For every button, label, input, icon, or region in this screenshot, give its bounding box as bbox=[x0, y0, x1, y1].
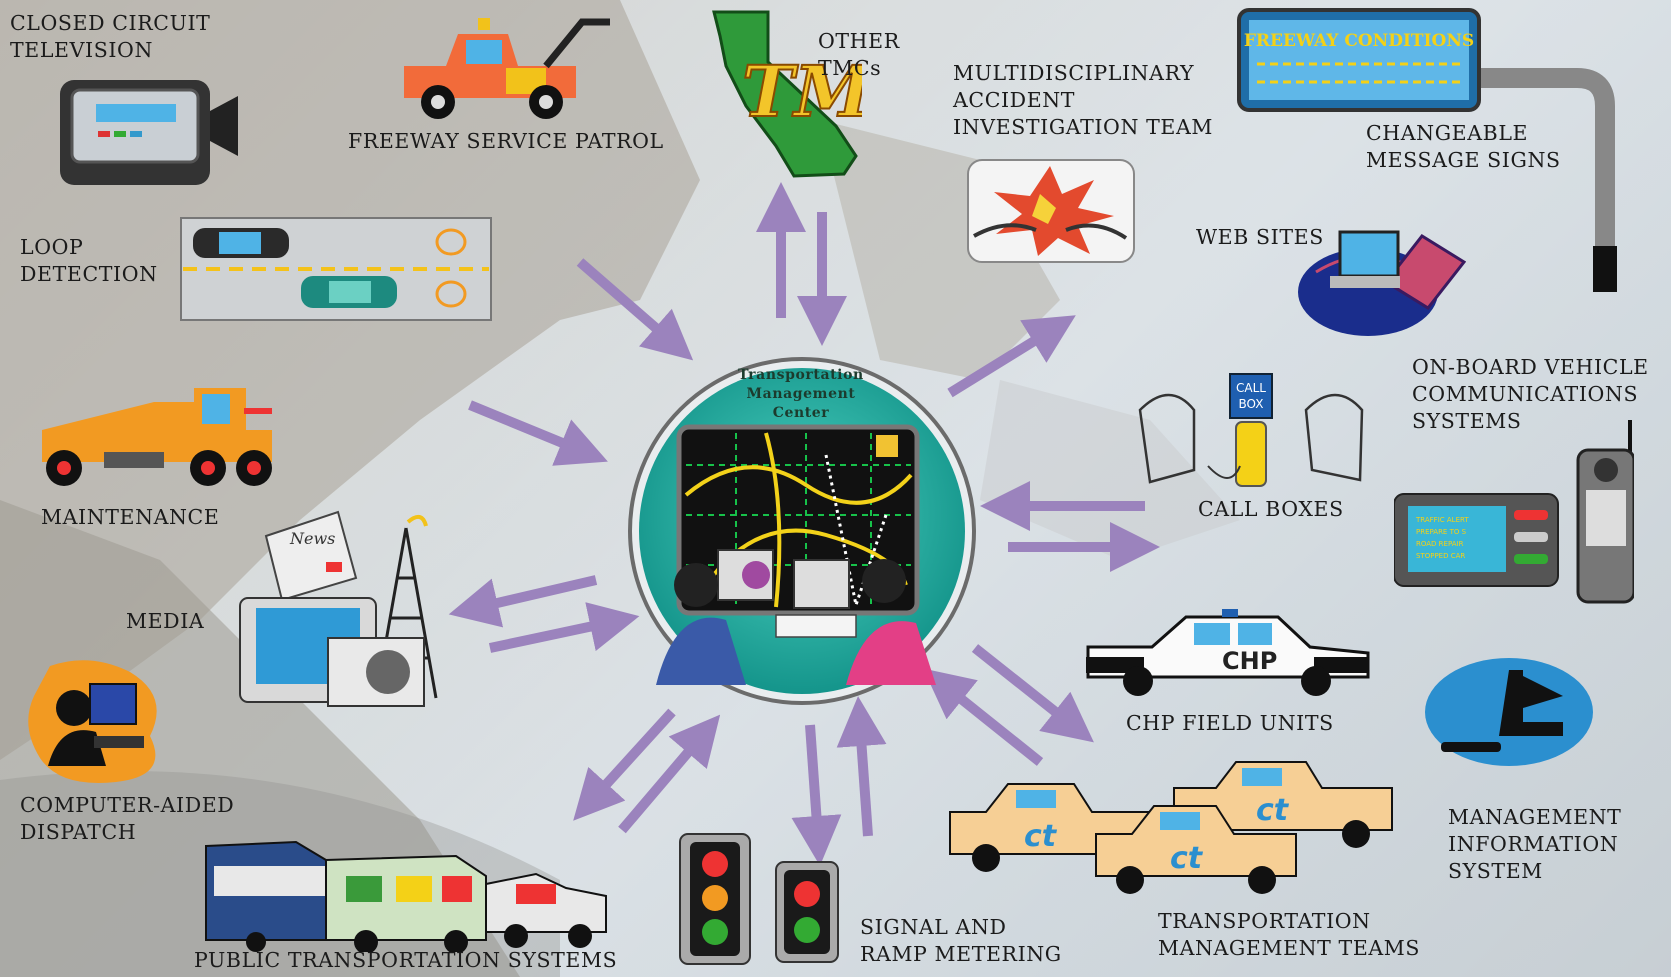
chp-text: CHP bbox=[1222, 647, 1277, 675]
label-cctv-line2: TELEVISION bbox=[10, 38, 154, 62]
ct-logo-1: ct bbox=[1256, 793, 1290, 828]
arrow-maintenance-to-tmc bbox=[468, 400, 608, 466]
arrow-signal-to-tmc bbox=[836, 696, 887, 837]
label-accident-team: MULTIDISCIPLINARY ACCIDENT INVESTIGATION… bbox=[953, 60, 1213, 141]
label-tmt-line2: MANAGEMENT TEAMS bbox=[1158, 936, 1421, 960]
arrow-tmt-to-tmc bbox=[923, 668, 1044, 766]
call-box-line2: BOX bbox=[1239, 397, 1264, 411]
arrow-media-to-tmc bbox=[488, 602, 640, 653]
onboard-screen-line3: ROAD REPAIR bbox=[1416, 540, 1464, 548]
label-mis-line3: SYSTEM bbox=[1448, 859, 1543, 883]
label-mis-line1: MANAGEMENT bbox=[1448, 805, 1622, 829]
label-onboard-line3: SYSTEMS bbox=[1412, 409, 1522, 433]
message-sign-icon: FREEWAY CONDITIONS bbox=[1237, 8, 1617, 292]
label-transportation-management-teams: TRANSPORTATION MANAGEMENT TEAMS bbox=[1158, 908, 1420, 962]
call-box-line1: CALL bbox=[1236, 381, 1266, 395]
label-other-tmcs: OTHER TMCs bbox=[818, 28, 900, 82]
tmc-title: Transportation Management Center bbox=[690, 366, 912, 423]
sign-text: FREEWAY CONDITIONS bbox=[1244, 31, 1474, 51]
onboard-screen-line1: TRAFFIC ALERT bbox=[1415, 516, 1469, 524]
label-onboard-line2: COMMUNICATIONS bbox=[1412, 382, 1639, 406]
arrow-tmc-to-accident bbox=[947, 315, 1076, 398]
label-web-line1: WEB SITES bbox=[1196, 225, 1324, 249]
label-cms-line2: MESSAGE SIGNS bbox=[1366, 148, 1561, 172]
label-tmt-line1: TRANSPORTATION bbox=[1158, 909, 1371, 933]
label-media-line1: MEDIA bbox=[126, 609, 205, 633]
label-signal-line1: SIGNAL AND bbox=[860, 915, 1007, 939]
ct-logo-3: ct bbox=[1170, 841, 1204, 876]
label-cctv-line1: CLOSED CIRCUIT bbox=[10, 11, 211, 35]
california-tmc-icon: TMC bbox=[712, 10, 862, 178]
label-cad-line2: DISPATCH bbox=[20, 820, 137, 844]
label-cms-line1: CHANGEABLE bbox=[1366, 121, 1529, 145]
tmc-title-line1: Transportation bbox=[738, 367, 864, 383]
tmc-title-line2: Management bbox=[746, 386, 856, 402]
label-mis-line2: INFORMATION bbox=[1448, 832, 1619, 856]
onboard-device-icon: TRAFFIC ALERT PREPARE TO S ROAD REPAIR S… bbox=[1394, 420, 1634, 604]
news-text: News bbox=[289, 529, 335, 548]
label-other-tmcs-line1: OTHER bbox=[818, 29, 900, 53]
arrow-public-to-tmc bbox=[618, 714, 721, 834]
label-public-line1: PUBLIC TRANSPORTATION SYSTEMS bbox=[194, 948, 618, 972]
arrow-tmc-to-public bbox=[573, 708, 676, 821]
arrow-tmc-to-chp bbox=[971, 644, 1094, 743]
label-cctv: CLOSED CIRCUIT TELEVISION bbox=[10, 10, 210, 64]
chp-car-icon: CHP bbox=[1086, 609, 1370, 696]
onboard-screen-line2: PREPARE TO S bbox=[1416, 528, 1467, 536]
label-accident-line3: INVESTIGATION TEAM bbox=[953, 115, 1213, 139]
label-signal-ramp-metering: SIGNAL AND RAMP METERING bbox=[860, 914, 1062, 968]
arrow-tmc-to-media bbox=[448, 575, 598, 628]
label-accident-line2: ACCIDENT bbox=[953, 88, 1076, 112]
label-web-sites: WEB SITES bbox=[1196, 224, 1324, 251]
cctv-camera-icon bbox=[60, 80, 238, 185]
public-transport-icon bbox=[205, 840, 607, 952]
label-loop-line1: LOOP bbox=[20, 235, 84, 259]
label-public-transportation: PUBLIC TRANSPORTATION SYSTEMS bbox=[194, 947, 617, 974]
tmc-logo-text: TMC bbox=[742, 50, 862, 133]
tmc-title-line3: Center bbox=[772, 405, 830, 421]
accident-icon bbox=[967, 159, 1135, 263]
label-maintenance-line1: MAINTENANCE bbox=[41, 505, 220, 529]
label-other-tmcs-line2: TMCs bbox=[818, 56, 882, 80]
maintenance-grader-icon bbox=[42, 388, 272, 486]
label-call-boxes: CALL BOXES bbox=[1198, 496, 1344, 523]
label-call-boxes-line1: CALL BOXES bbox=[1198, 497, 1344, 521]
web-globe-icon bbox=[1298, 230, 1466, 336]
label-maintenance: MAINTENANCE bbox=[41, 504, 219, 531]
label-onboard-line1: ON-BOARD VEHICLE bbox=[1412, 355, 1649, 379]
label-loop-detection: LOOP DETECTION bbox=[20, 234, 158, 288]
traffic-signal-icon bbox=[679, 833, 839, 965]
label-management-information-system: MANAGEMENT INFORMATION SYSTEM bbox=[1448, 804, 1621, 885]
loop-detection-icon bbox=[180, 217, 492, 321]
ct-logo-2: ct bbox=[1024, 819, 1058, 854]
label-signal-line2: RAMP METERING bbox=[860, 942, 1062, 966]
tmt-vehicles-icon: ct ct ct bbox=[949, 761, 1393, 894]
call-box-icon: CALL BOX bbox=[1138, 373, 1364, 487]
media-icon: News bbox=[239, 510, 438, 707]
label-freeway-service-patrol: FREEWAY SERVICE PATROL bbox=[348, 128, 664, 155]
tmc-hub bbox=[628, 357, 976, 705]
label-computer-aided-dispatch: COMPUTER-AIDED DISPATCH bbox=[20, 792, 234, 846]
label-cad-line1: COMPUTER-AIDED bbox=[20, 793, 235, 817]
label-chp-field-units: CHP FIELD UNITS bbox=[1126, 710, 1334, 737]
arrow-loop-to-tmc bbox=[576, 258, 694, 361]
label-chp-line1: CHP FIELD UNITS bbox=[1126, 711, 1334, 735]
mis-icon bbox=[1425, 658, 1593, 766]
dispatch-icon bbox=[28, 660, 157, 783]
label-loop-line2: DETECTION bbox=[20, 262, 158, 286]
onboard-screen-line4: STOPPED CAR bbox=[1416, 552, 1465, 560]
label-media: MEDIA bbox=[126, 608, 204, 635]
tow-truck-icon bbox=[404, 18, 610, 119]
label-onboard-vehicle: ON-BOARD VEHICLE COMMUNICATIONS SYSTEMS bbox=[1412, 354, 1649, 435]
label-accident-line1: MULTIDISCIPLINARY bbox=[953, 61, 1195, 85]
label-message-signs: CHANGEABLE MESSAGE SIGNS bbox=[1366, 120, 1561, 174]
arrow-tmc-to-signal bbox=[791, 724, 842, 866]
label-fsp-line1: FREEWAY SERVICE PATROL bbox=[348, 129, 664, 153]
